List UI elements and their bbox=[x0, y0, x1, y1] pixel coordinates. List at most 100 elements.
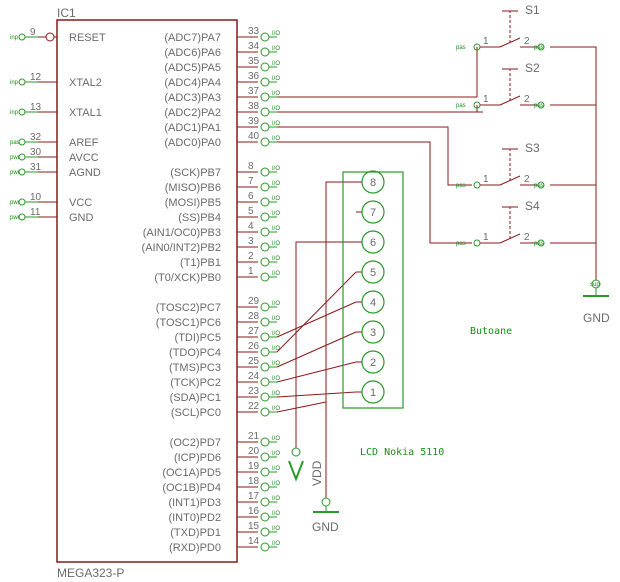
pin-type-tag: I/O bbox=[272, 526, 280, 532]
lcd-pin-6: 6 bbox=[356, 230, 385, 254]
pin-1-number: 1 bbox=[483, 232, 489, 243]
ic-right-pin-adc6pa6: I/O34(ADC6)PA6 bbox=[164, 41, 280, 59]
pin-terminal bbox=[260, 32, 270, 42]
pin-terminal bbox=[260, 272, 270, 282]
lcd-pin-number: 8 bbox=[370, 177, 376, 189]
pin-label: (AIN1/OC0)PB3 bbox=[143, 227, 221, 239]
pin-label: (ADC5)PA5 bbox=[164, 62, 221, 74]
pin-type-tag: inp bbox=[10, 80, 19, 86]
pin-number: 19 bbox=[248, 461, 260, 472]
pin-label: (MOSI)PB5 bbox=[165, 197, 221, 209]
ic-right-pin-adc0pa0: I/O40(ADC0)PA0 bbox=[164, 131, 280, 149]
pin-type-tag-2: pas bbox=[534, 183, 544, 189]
pin-terminal bbox=[260, 542, 270, 552]
pin-number: 20 bbox=[248, 446, 260, 457]
switch-name: S2 bbox=[525, 61, 540, 75]
pin-number: 26 bbox=[248, 341, 260, 352]
pin-type-tag: pas bbox=[456, 103, 466, 109]
ic-part: MEGA323-P bbox=[57, 566, 124, 580]
ic-right-pin-sspb4: I/O5(SS)PB4 bbox=[178, 206, 280, 224]
pin-terminal bbox=[260, 167, 270, 177]
pin-type-tag: I/O bbox=[272, 271, 280, 277]
ic-right-pin-tosc1pc6: I/O28(TOSC1)PC6 bbox=[156, 311, 281, 329]
ic-right-pin-t1pb1: I/O2(T1)PB1 bbox=[180, 251, 280, 269]
pin-label: (SCL)PC0 bbox=[171, 407, 221, 419]
lcd-pin-3: 3 bbox=[356, 320, 385, 344]
ic-right-pin-int1pd3: I/O17(INT1)PD3 bbox=[168, 491, 280, 509]
lcd-pin-number: 5 bbox=[370, 267, 376, 279]
pin-label: XTAL1 bbox=[69, 107, 102, 119]
wire-pc3-lcd3 bbox=[276, 331, 357, 368]
ic-right-pin-adc3pa3: I/O37(ADC3)PA3 bbox=[164, 86, 280, 104]
ic-right-pin-sckpb7: I/O8(SCK)PB7 bbox=[170, 161, 280, 179]
pin-label: XTAL2 bbox=[69, 77, 102, 89]
pin-number: 21 bbox=[248, 431, 260, 442]
lcd-label: LCD Nokia 5110 bbox=[360, 447, 444, 458]
lcd-pin-number: 3 bbox=[370, 327, 376, 339]
pin-label: AVCC bbox=[69, 152, 99, 164]
pin-type-tag: I/O bbox=[272, 301, 280, 307]
pin-type-tag: I/O bbox=[272, 91, 280, 97]
pin-terminal bbox=[18, 138, 26, 146]
pin-number: 11 bbox=[30, 207, 41, 218]
pin-type-tag: I/O bbox=[272, 361, 280, 367]
vdd-label: VDD bbox=[310, 460, 324, 486]
wire-pc2-lcd2 bbox=[276, 361, 357, 383]
wire-pc4-lcd5 bbox=[276, 271, 357, 353]
pin-terminal bbox=[260, 407, 270, 417]
pin-label: (ICP)PD6 bbox=[174, 452, 221, 464]
pin-label: (T0/XCK)PB0 bbox=[154, 272, 221, 284]
pin-type-tag: I/O bbox=[272, 451, 280, 457]
ic-right-pin-misopb6: I/O7(MISO)PB6 bbox=[165, 176, 281, 194]
pin-terminal bbox=[260, 107, 270, 117]
pin-terminal bbox=[260, 317, 270, 327]
pin-type-tag: I/O bbox=[272, 331, 280, 337]
pin-number: 1 bbox=[248, 266, 254, 277]
pin-terminal bbox=[260, 92, 270, 102]
lcd-pin-4: 4 bbox=[356, 290, 385, 314]
pin-label: AREF bbox=[69, 137, 99, 149]
ic-right-pin-tckpc2: I/O24(TCK)PC2 bbox=[170, 371, 280, 389]
pin-label: AGND bbox=[69, 167, 101, 179]
pin-terminal bbox=[260, 452, 270, 462]
pin-label: RESET bbox=[69, 32, 106, 44]
pin-type-tag: I/O bbox=[272, 256, 280, 262]
pin-terminal bbox=[260, 467, 270, 477]
pin-type-tag-2: pas bbox=[534, 45, 544, 51]
pin-number: 32 bbox=[30, 132, 42, 143]
ic-right-pin-mosipb5: I/O6(MOSI)PB5 bbox=[165, 191, 281, 209]
vdd-symbol: VDD bbox=[288, 447, 324, 486]
pin-terminal bbox=[18, 153, 26, 161]
pin-label: (TDI)PC5 bbox=[175, 332, 221, 344]
pin-type-tag-2: pas bbox=[534, 103, 544, 109]
pin-label: (SS)PB4 bbox=[178, 212, 221, 224]
pin-label: (SCK)PB7 bbox=[170, 167, 221, 179]
pin-type-tag: I/O bbox=[272, 511, 280, 517]
pin-number: 22 bbox=[248, 401, 260, 412]
wires bbox=[276, 46, 597, 498]
pin-number: 18 bbox=[248, 476, 260, 487]
pin-type-tag: pwr bbox=[10, 215, 20, 221]
pin-label: (TMS)PC3 bbox=[169, 362, 221, 374]
pin-terminal bbox=[260, 392, 270, 402]
pin-label: (ADC3)PA3 bbox=[164, 92, 221, 104]
pin-number: 16 bbox=[248, 506, 260, 517]
pin-type-tag: inp bbox=[10, 110, 19, 116]
lcd-pin-2: 2 bbox=[356, 350, 385, 374]
pin-type-tag: I/O bbox=[272, 76, 280, 82]
pin-label: (T1)PB1 bbox=[180, 257, 221, 269]
pin-type-tag: I/O bbox=[272, 46, 280, 52]
pin-2-number: 2 bbox=[524, 232, 530, 243]
pin-terminal bbox=[260, 242, 270, 252]
pin-terminal bbox=[260, 62, 270, 72]
ic-body bbox=[56, 19, 238, 563]
pin-number: 12 bbox=[30, 72, 42, 83]
switch-name: S1 bbox=[525, 3, 540, 17]
ic-right-pin-tmspc3: I/O25(TMS)PC3 bbox=[169, 356, 280, 374]
ic-right-pin-oc1apd5: I/O19(OC1A)PD5 bbox=[162, 461, 280, 479]
pin-label: (INT0)PD2 bbox=[168, 512, 221, 524]
pin-terminal bbox=[260, 527, 270, 537]
